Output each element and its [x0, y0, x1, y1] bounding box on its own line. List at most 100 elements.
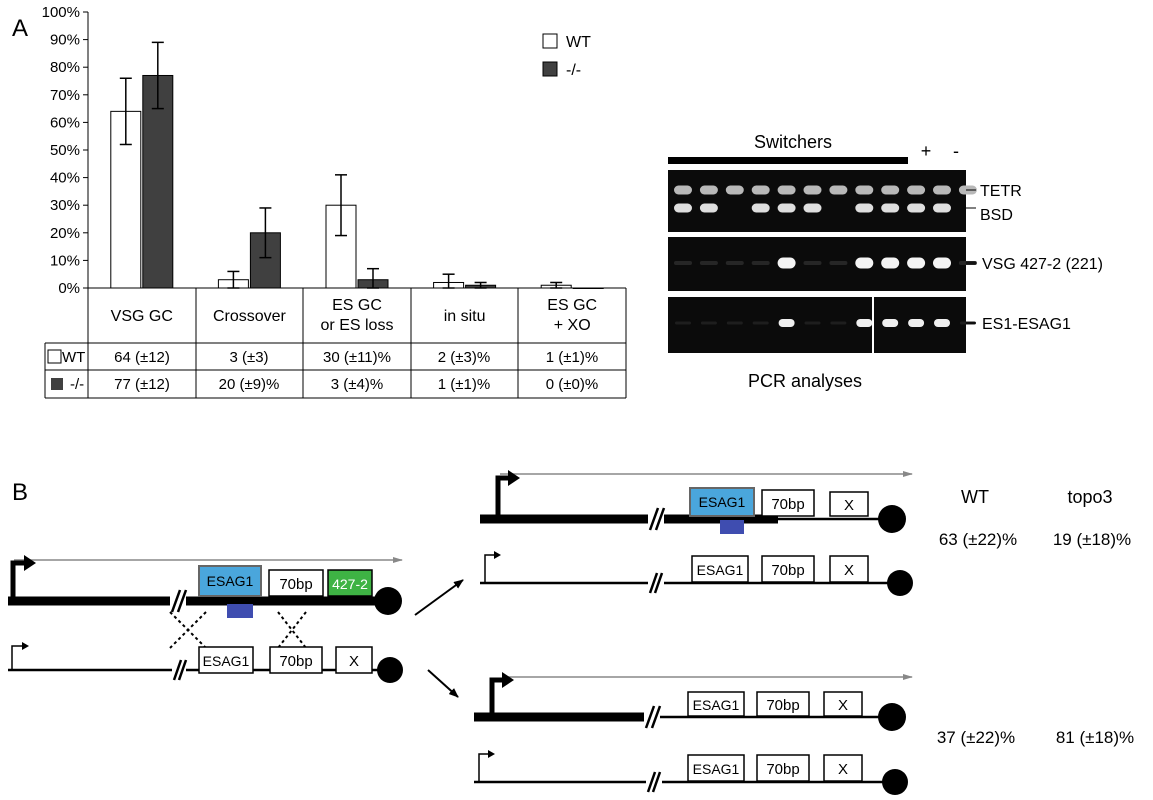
gel-band	[777, 257, 796, 269]
cell-ko-esgcxo: 0 (±0)%	[546, 376, 598, 393]
break-mark-icon	[172, 658, 188, 682]
esag1-label: ESAG1	[697, 562, 744, 578]
cell-wt-crossover: 3 (±3)	[229, 349, 268, 366]
esag1-box	[691, 555, 749, 583]
esag1-box	[198, 565, 262, 597]
repeat-70bp-label: 70bp	[771, 562, 804, 579]
gel-band	[777, 185, 796, 195]
repeat-70bp-box	[756, 754, 810, 782]
y-tick-label: 40%	[50, 170, 80, 187]
category-label: Crossover	[213, 308, 287, 325]
table-grid	[44, 288, 627, 399]
bar	[572, 287, 604, 289]
repeat-70bp-label: 70bp	[279, 653, 312, 670]
gel-band	[907, 185, 926, 195]
repeat-70bp-label: 70bp	[766, 697, 799, 714]
break-mark-icon	[646, 770, 662, 794]
gel-band	[751, 185, 770, 195]
gel-band	[726, 321, 743, 325]
promoter-arrow-icon	[508, 470, 520, 486]
gel-band	[674, 261, 692, 265]
gel-label-vsg: VSG 427-2 (221)	[982, 256, 1103, 273]
y-tick-label: 100%	[42, 4, 80, 21]
vsg-x-box	[829, 491, 869, 517]
outcome-bottom-active: ESAG1 70bp X	[474, 672, 913, 731]
esag1-label: ESAG1	[699, 494, 746, 510]
gel-band	[933, 185, 951, 195]
silent-es-left: ESAG1 70bp X	[8, 642, 403, 683]
gel-band	[881, 257, 900, 269]
gel-plus-label: +	[921, 141, 932, 161]
repeat-70bp-box	[269, 646, 323, 674]
gel-band	[725, 261, 744, 265]
gel-band	[751, 203, 770, 213]
category-label: ES GC	[547, 297, 597, 314]
gel-band	[803, 261, 822, 265]
row-wt-swatch	[47, 349, 62, 364]
promoter-small-arrow-icon	[494, 551, 501, 559]
gel-band	[855, 185, 874, 195]
gel-bands	[674, 185, 977, 327]
gel-band	[699, 185, 718, 195]
gel-band	[778, 319, 795, 327]
gel-band	[933, 203, 951, 213]
pct-top-topo3: 19 (±18)%	[1053, 530, 1131, 549]
probe-box	[720, 520, 744, 534]
pct-top-wt: 63 (±22)%	[939, 530, 1017, 549]
vsg-x-box	[823, 754, 863, 782]
gel-band	[855, 203, 874, 213]
vsg-x-box	[829, 555, 869, 583]
gel-band	[881, 203, 900, 213]
y-tick-label: 60%	[50, 114, 80, 131]
gel-band	[674, 203, 692, 213]
esag1-box	[198, 646, 254, 674]
cell-ko-crossover: 20 (±9)%	[219, 376, 280, 393]
arrow-up-icon	[414, 579, 464, 616]
telomere-icon	[878, 505, 906, 533]
break-mark-icon	[644, 704, 662, 730]
category-label: VSG GC	[111, 308, 173, 325]
gel-band	[855, 257, 874, 269]
y-tick-label: 20%	[50, 225, 80, 242]
esag1-box	[689, 487, 755, 517]
esag1-box	[687, 754, 745, 782]
gel-band	[699, 203, 718, 213]
gel-band	[752, 321, 769, 325]
repeat-70bp-box	[761, 489, 815, 517]
panel-a-letter: A	[12, 15, 28, 42]
gel-band	[725, 185, 744, 195]
bars	[110, 41, 604, 289]
cell-ko-esgc: 3 (±4)%	[331, 376, 383, 393]
telomere-icon	[887, 570, 913, 596]
gel-band	[856, 319, 873, 327]
panel-b-letter: B	[12, 479, 28, 506]
gel-image-3a	[668, 297, 872, 353]
gel-switchers-label: Switchers	[754, 132, 832, 152]
repeat-70bp-label: 70bp	[766, 761, 799, 778]
gel-band	[803, 203, 822, 213]
gel-band	[829, 185, 848, 195]
esag1-box	[687, 691, 745, 717]
gel-band	[907, 203, 926, 213]
crossover-marks	[169, 611, 307, 649]
outcome-top-silent: ESAG1 70bp X	[480, 551, 913, 596]
arrow-down-icon	[427, 669, 459, 698]
telomere-icon	[882, 769, 908, 795]
row-wt-label: WT	[62, 349, 85, 366]
gel-band	[803, 185, 822, 195]
repeat-70bp-box	[756, 691, 810, 717]
break-mark-icon	[170, 588, 188, 614]
probe-box	[227, 604, 253, 618]
cell-wt-insitu: 2 (±3)%	[438, 349, 490, 366]
category-label: + XO	[554, 317, 591, 334]
y-tick-label: 50%	[50, 142, 80, 159]
gel-panel: Switchers + - TETR BSD VSG 427-2 (221) E…	[668, 132, 1103, 391]
y-axis-ticks: 0%10%20%30%40%50%60%70%80%90%100%	[42, 4, 88, 297]
gel-band	[908, 319, 925, 327]
vsg-x-label: X	[838, 697, 848, 714]
y-tick-label: 70%	[50, 87, 80, 104]
outcome-bottom-silent: ESAG1 70bp X	[474, 750, 908, 795]
gel-label-esag1: ES1-ESAG1	[982, 316, 1071, 333]
telomere-icon	[374, 587, 402, 615]
